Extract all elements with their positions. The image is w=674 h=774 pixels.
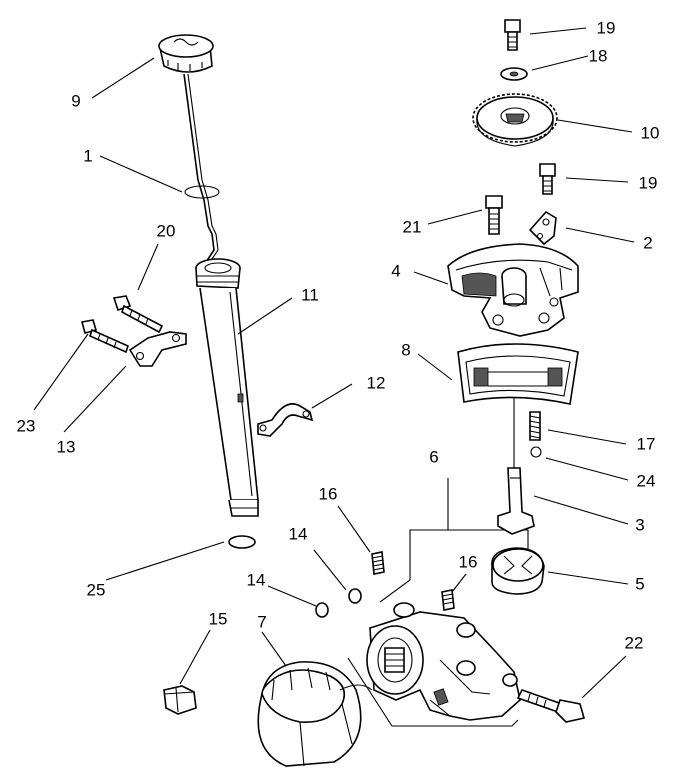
- pump-rotor: [491, 547, 545, 595]
- pump-shaft: [497, 467, 535, 535]
- check-ball-24: [530, 446, 542, 458]
- callout-15: 15: [209, 610, 228, 629]
- callout-10: 10: [641, 124, 660, 143]
- callout-22: 22: [625, 634, 644, 653]
- dipstick-cap: [158, 34, 214, 73]
- bolt-22: [516, 689, 586, 723]
- callout-4: 4: [391, 262, 400, 281]
- washer-18: [500, 67, 528, 81]
- screw-23: [80, 319, 129, 354]
- callout-24: 24: [637, 472, 656, 491]
- callout-11: 11: [301, 286, 319, 305]
- tube-bracket-13: [128, 331, 187, 367]
- callout-19-a: 19: [597, 19, 616, 38]
- bolt-19-top: [504, 19, 521, 51]
- callout-16-a: 16: [319, 485, 338, 504]
- callout-8: 8: [401, 341, 410, 360]
- oring-14-b: [315, 602, 329, 618]
- callout-20: 20: [157, 222, 176, 241]
- callout-3: 3: [635, 516, 644, 535]
- check-spring-16-a: [371, 551, 385, 575]
- oil-filter: [257, 661, 373, 767]
- drive-gear: [472, 93, 558, 147]
- callout-labels: 9 1 20 11 23 13 12 25 15 7 14 14 16 16 6…: [17, 19, 660, 653]
- leader-lines: [33, 27, 635, 699]
- dipstick-oring: [184, 185, 220, 199]
- retainer-plate-2: [528, 210, 557, 246]
- bolt-19-mid: [539, 163, 556, 195]
- oil-pump-housing: [366, 602, 521, 721]
- callout-2: 2: [643, 234, 652, 253]
- callout-23: 23: [17, 417, 36, 436]
- oring-14-a: [348, 588, 362, 604]
- callout-14-b: 14: [247, 571, 266, 590]
- plug-15: [163, 685, 197, 715]
- dipstick-rod: [183, 73, 219, 277]
- pickup-screen: [457, 343, 579, 405]
- pump-body: [447, 243, 579, 337]
- callout-7: 7: [257, 613, 266, 632]
- callout-21: 21: [403, 218, 422, 237]
- callout-17: 17: [637, 435, 656, 454]
- callout-6: 6: [429, 448, 438, 467]
- tube-oring: [228, 535, 256, 549]
- screw-20: [112, 295, 164, 334]
- bolt-21: [485, 195, 503, 235]
- callout-13: 13: [57, 438, 76, 457]
- callout-19-b: 19: [639, 174, 658, 193]
- dipstick-tube: [195, 258, 259, 517]
- callout-14-a: 14: [289, 525, 308, 544]
- callout-12: 12: [367, 374, 386, 393]
- check-spring-16-b: [441, 589, 455, 611]
- callout-5: 5: [635, 575, 644, 594]
- callout-9: 9: [71, 92, 80, 111]
- callout-1: 1: [83, 147, 92, 166]
- relief-spring-17: [529, 411, 541, 441]
- tube-clamp-12: [257, 403, 314, 437]
- callout-16-b: 16: [459, 553, 478, 572]
- callout-25: 25: [87, 581, 106, 600]
- callout-18: 18: [589, 47, 608, 66]
